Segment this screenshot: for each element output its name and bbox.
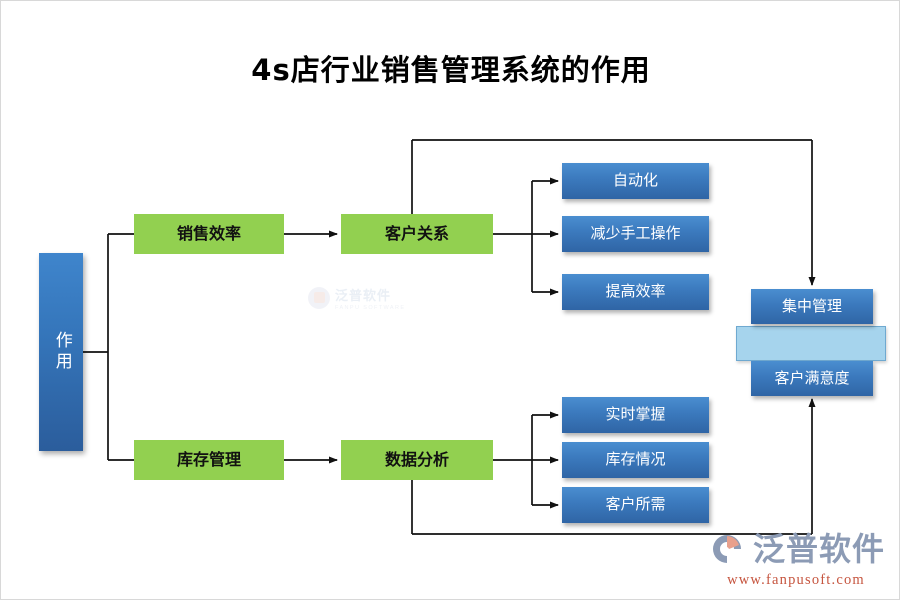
outcome-highlight-band [736, 326, 886, 361]
watermark-en: FANPU SOFTWARE [335, 305, 406, 311]
node-customer-satisfaction[interactable]: 客户满意度 [751, 361, 873, 396]
node-improve-efficiency[interactable]: 提高效率 [562, 274, 709, 310]
node-root[interactable]: 作用 [39, 253, 83, 451]
node-customer-relationship[interactable]: 客户关系 [341, 214, 493, 254]
node-inventory-status[interactable]: 库存情况 [562, 442, 709, 478]
page-title: 4s店行业销售管理系统的作用 [251, 53, 651, 87]
brand-logo-url: www.fanpusoft.com [727, 572, 865, 588]
node-data-analysis[interactable]: 数据分析 [341, 440, 493, 480]
node-sales-efficiency[interactable]: 销售效率 [134, 214, 284, 254]
center-watermark: 泛普软件 FANPU SOFTWARE [308, 278, 428, 318]
node-centralized-management[interactable]: 集中管理 [751, 289, 873, 324]
node-customer-needs[interactable]: 客户所需 [562, 487, 709, 523]
brand-logo: 泛普软件 www.fanpusoft.com [707, 529, 885, 589]
node-realtime-grasp[interactable]: 实时掌握 [562, 397, 709, 433]
node-inventory-management[interactable]: 库存管理 [134, 440, 284, 480]
brand-logo-cn: 泛普软件 [752, 530, 885, 568]
node-reduce-manual-operation[interactable]: 减少手工操作 [562, 216, 709, 252]
node-automation[interactable]: 自动化 [562, 163, 709, 199]
brand-logo-icon [707, 529, 747, 569]
watermark-logo-icon [308, 287, 330, 309]
watermark-cn: 泛普软件 [335, 289, 392, 304]
